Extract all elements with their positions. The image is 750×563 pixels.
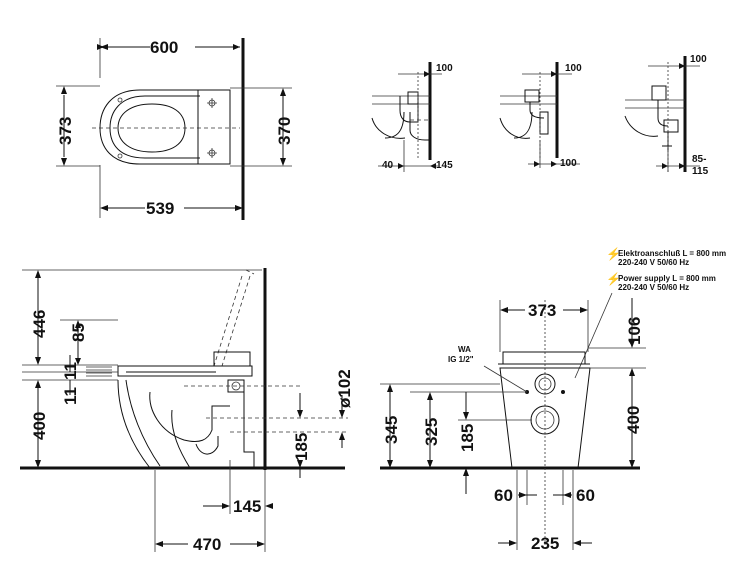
- note-power-line1: Power supply L = 800 mm: [618, 274, 716, 283]
- dim-100-v3: 100: [690, 54, 707, 65]
- dim-60-left: 60: [494, 486, 513, 505]
- note-power-line2: 220-240 V 50/60 Hz: [618, 283, 689, 292]
- label-ig: IG 1/2": [448, 355, 474, 364]
- dim-11-upper: 11: [61, 362, 80, 380]
- dim-539: 539: [146, 199, 174, 218]
- dim-373-top: 373: [56, 117, 75, 145]
- dim-325: 325: [422, 418, 441, 446]
- label-wa: WA: [458, 345, 471, 354]
- dim-40-v1: 40: [382, 160, 394, 171]
- dim-145-side: 145: [233, 497, 261, 516]
- dim-400-side: 400: [30, 412, 49, 440]
- dim-600: 600: [150, 38, 178, 57]
- dim-60-right: 60: [576, 486, 595, 505]
- dim-235: 235: [531, 534, 559, 553]
- top-plan-view: 600 373 370 539: [56, 38, 294, 220]
- small-view-2: 100 100: [499, 62, 582, 169]
- dim-345: 345: [382, 416, 401, 444]
- dim-106: 106: [625, 317, 644, 345]
- dim-446: 446: [30, 310, 49, 338]
- dim-145-v1: 145: [436, 160, 453, 171]
- note-elektro-line1: Elektroanschluß L = 800 mm: [618, 249, 726, 258]
- dim-85-side: 85: [69, 323, 88, 342]
- side-view: 446 400 85 11 11 ø102 185 145: [20, 268, 354, 554]
- mount-crosses-top: [117, 97, 217, 159]
- hinge-indicator: [86, 366, 112, 377]
- dim-400-front: 400: [624, 406, 643, 434]
- small-view-1: 100 40 145: [371, 62, 453, 172]
- dim-85-v3: 85-: [692, 154, 706, 165]
- dim-470: 470: [193, 535, 221, 554]
- dim-100-v2-bottom: 100: [560, 158, 577, 169]
- dim-115-v3: 115: [692, 166, 709, 177]
- dim-d102: ø102: [335, 369, 354, 408]
- lightning-icon: ⚡: [606, 272, 621, 286]
- dim-185-side: 185: [292, 433, 311, 461]
- front-view: ⚡ Elektroanschluß L = 800 mm 220-240 V 5…: [380, 247, 726, 553]
- dim-11-lower: 11: [61, 387, 80, 405]
- small-view-3: 100 85- 115: [624, 54, 709, 177]
- dim-100-v2-top: 100: [565, 63, 582, 74]
- dim-373-front: 373: [528, 301, 556, 320]
- dim-185-front: 185: [458, 424, 477, 452]
- dim-100-v1: 100: [436, 63, 453, 74]
- lightning-icon: ⚡: [606, 247, 621, 261]
- dim-370: 370: [275, 117, 294, 145]
- note-elektro-line2: 220-240 V 50/60 Hz: [618, 258, 689, 267]
